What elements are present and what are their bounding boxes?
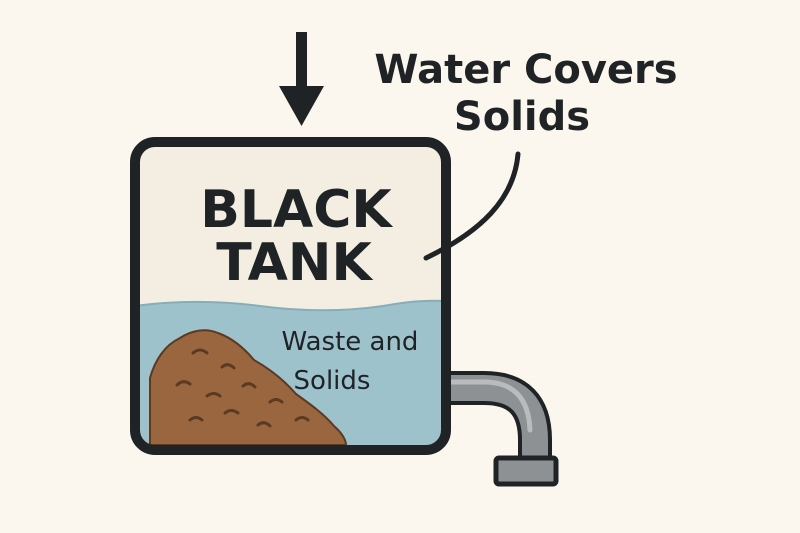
pipe-spout: [493, 455, 559, 487]
drain-pipe-icon: [440, 371, 559, 487]
tank-title-line2: TANK: [216, 233, 373, 293]
down-arrow-icon: [279, 32, 324, 126]
contents-label-line1: Waste and: [282, 327, 419, 357]
water-surface-line: [135, 299, 446, 312]
callout-label-line2: Solids: [454, 94, 590, 140]
contents-label-line2: Solids: [294, 366, 371, 396]
callout-leader-line: [423, 151, 521, 261]
waste-pile: [149, 329, 348, 446]
tank-outline: [130, 137, 451, 455]
tank-title-line1: BLACK: [200, 180, 393, 240]
callout-label-line1: Water Covers: [374, 47, 677, 93]
